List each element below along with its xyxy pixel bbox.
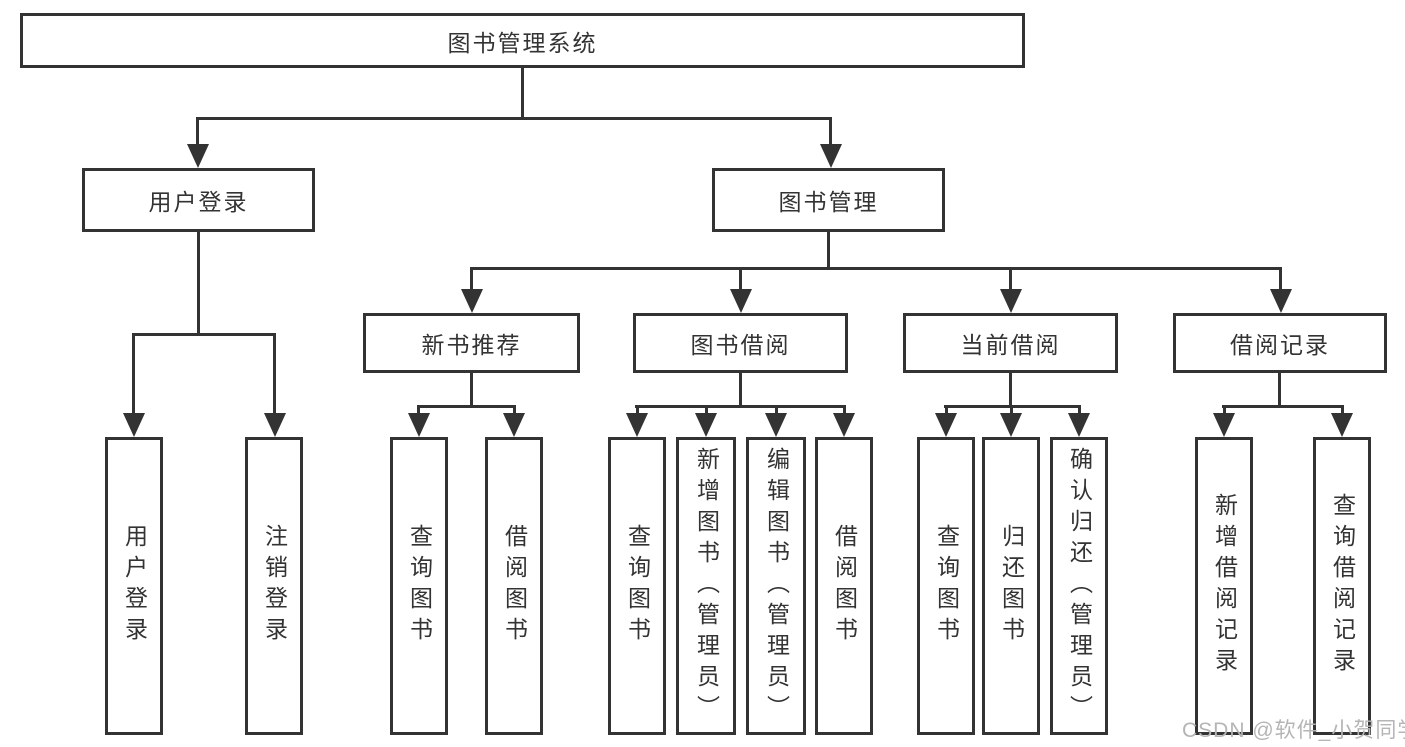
arrowhead-down-icon <box>626 413 648 437</box>
leaf-bb-query-book: 查询图书 <box>608 437 666 735</box>
leaf-br-query-record: 查询借阅记录 <box>1313 437 1371 735</box>
arrowhead-down-icon <box>833 413 855 437</box>
leaf-cb-query-book-label: 查询图书 <box>933 524 960 648</box>
leaf-bb-borrow-book: 借阅图书 <box>815 437 873 735</box>
leaf-bb-add-book-admin-label: 新增图书（管理员） <box>693 446 720 726</box>
leaf-nb-borrow-book-label: 借阅图书 <box>501 524 528 648</box>
edge-book-borrow-stem-3 <box>775 405 778 419</box>
node-borrow-record-label: 借阅记录 <box>1230 332 1330 358</box>
edge-current-borrow-stem-1 <box>945 405 948 419</box>
arrowhead-down-icon <box>1331 413 1353 437</box>
node-root-label: 图书管理系统 <box>447 29 598 56</box>
edge-root-left-stem <box>196 117 199 149</box>
leaf-cb-confirm-return-admin: 确认归还（管理员） <box>1050 437 1108 735</box>
arrowhead-down-icon <box>1270 289 1292 313</box>
leaf-bb-edit-book-admin: 编辑图书（管理员） <box>746 437 806 735</box>
edge-root-right-stem <box>829 117 832 149</box>
edge-book-mgmt-bar <box>470 267 1282 270</box>
arrowhead-down-icon <box>695 413 717 437</box>
edge-book-borrow-stem-4 <box>843 405 846 419</box>
arrowhead-down-icon <box>264 413 286 437</box>
edge-book-borrow-bar <box>635 405 846 408</box>
leaf-bb-add-book-admin: 新增图书（管理员） <box>676 437 736 735</box>
arrowhead-down-icon <box>408 413 430 437</box>
edge-root-stem <box>521 68 524 120</box>
leaf-bb-query-book-label: 查询图书 <box>624 524 651 648</box>
edge-book-borrow-stem <box>739 373 742 408</box>
node-book-borrow-label: 图书借阅 <box>690 332 791 358</box>
edge-book-borrow-stem-2 <box>705 405 708 419</box>
edge-level3-stem-3 <box>1009 267 1012 293</box>
edge-new-book-bar <box>417 405 516 408</box>
edge-level3-stem-2 <box>739 267 742 293</box>
edge-user-login-bar <box>132 333 276 336</box>
arrowhead-down-icon <box>820 144 842 168</box>
edge-root-bar <box>196 117 832 120</box>
leaf-nb-query-book-label: 查询图书 <box>406 524 433 648</box>
leaf-user-login-label: 用户登录 <box>121 524 148 648</box>
leaf-nb-borrow-book: 借阅图书 <box>485 437 543 735</box>
leaf-cb-query-book: 查询图书 <box>917 437 975 735</box>
leaf-logout: 注销登录 <box>245 437 303 735</box>
edge-borrow-record-stem-2 <box>1341 405 1344 419</box>
arrowhead-down-icon <box>765 413 787 437</box>
node-user-login: 用户登录 <box>82 168 315 232</box>
csdn-watermark: CSDN @软件_小贺同学 <box>1182 719 1405 742</box>
leaf-bb-edit-book-admin-label: 编辑图书（管理员） <box>763 446 790 726</box>
arrowhead-down-icon <box>1000 289 1022 313</box>
leaf-cb-confirm-return-admin-label: 确认归还（管理员） <box>1066 446 1093 726</box>
edge-user-login-stem <box>197 232 200 336</box>
arrowhead-down-icon <box>730 289 752 313</box>
edge-user-login-right-stem <box>273 333 276 417</box>
edge-book-mgmt-stem <box>827 232 830 270</box>
leaf-nb-query-book: 查询图书 <box>390 437 448 735</box>
leaf-cb-return-book: 归还图书 <box>982 437 1040 735</box>
node-current-borrow: 当前借阅 <box>903 313 1118 373</box>
arrowhead-down-icon <box>187 144 209 168</box>
node-borrow-record: 借阅记录 <box>1173 313 1387 373</box>
node-new-book-recommend-label: 新书推荐 <box>421 332 522 358</box>
node-current-borrow-label: 当前借阅 <box>960 332 1061 358</box>
leaf-br-query-record-label: 查询借阅记录 <box>1329 493 1356 679</box>
leaf-logout-label: 注销登录 <box>261 524 288 648</box>
node-user-login-label: 用户登录 <box>148 189 249 215</box>
edge-new-book-stem-2 <box>513 405 516 419</box>
edge-current-borrow-stem-3 <box>1078 405 1081 419</box>
arrowhead-down-icon <box>1068 413 1090 437</box>
edge-user-login-left-stem <box>132 333 135 417</box>
node-root: 图书管理系统 <box>20 13 1025 68</box>
edge-level3-stem-1 <box>470 267 473 293</box>
edge-current-borrow-stem-2 <box>1010 405 1013 419</box>
arrowhead-down-icon <box>461 289 483 313</box>
edge-book-borrow-stem-1 <box>636 405 639 419</box>
arrowhead-down-icon <box>503 413 525 437</box>
node-new-book-recommend: 新书推荐 <box>363 313 580 373</box>
edge-borrow-record-bar <box>1222 405 1344 408</box>
leaf-bb-borrow-book-label: 借阅图书 <box>831 524 858 648</box>
arrowhead-down-icon <box>935 413 957 437</box>
leaf-br-add-record-label: 新增借阅记录 <box>1211 493 1238 679</box>
edge-new-book-stem <box>470 373 473 408</box>
arrowhead-down-icon <box>123 413 145 437</box>
arrowhead-down-icon <box>1213 413 1235 437</box>
edge-level3-stem-4 <box>1279 267 1282 293</box>
edge-borrow-record-stem <box>1278 373 1281 408</box>
node-book-borrow: 图书借阅 <box>633 313 848 373</box>
node-book-management-label: 图书管理 <box>778 189 879 215</box>
leaf-user-login: 用户登录 <box>105 437 163 735</box>
arrowhead-down-icon <box>1000 413 1022 437</box>
edge-new-book-stem-1 <box>417 405 420 419</box>
edge-borrow-record-stem-1 <box>1223 405 1226 419</box>
leaf-br-add-record: 新增借阅记录 <box>1195 437 1253 735</box>
edge-current-borrow-stem <box>1009 373 1012 408</box>
node-book-management: 图书管理 <box>712 168 945 232</box>
leaf-cb-return-book-label: 归还图书 <box>998 524 1025 648</box>
